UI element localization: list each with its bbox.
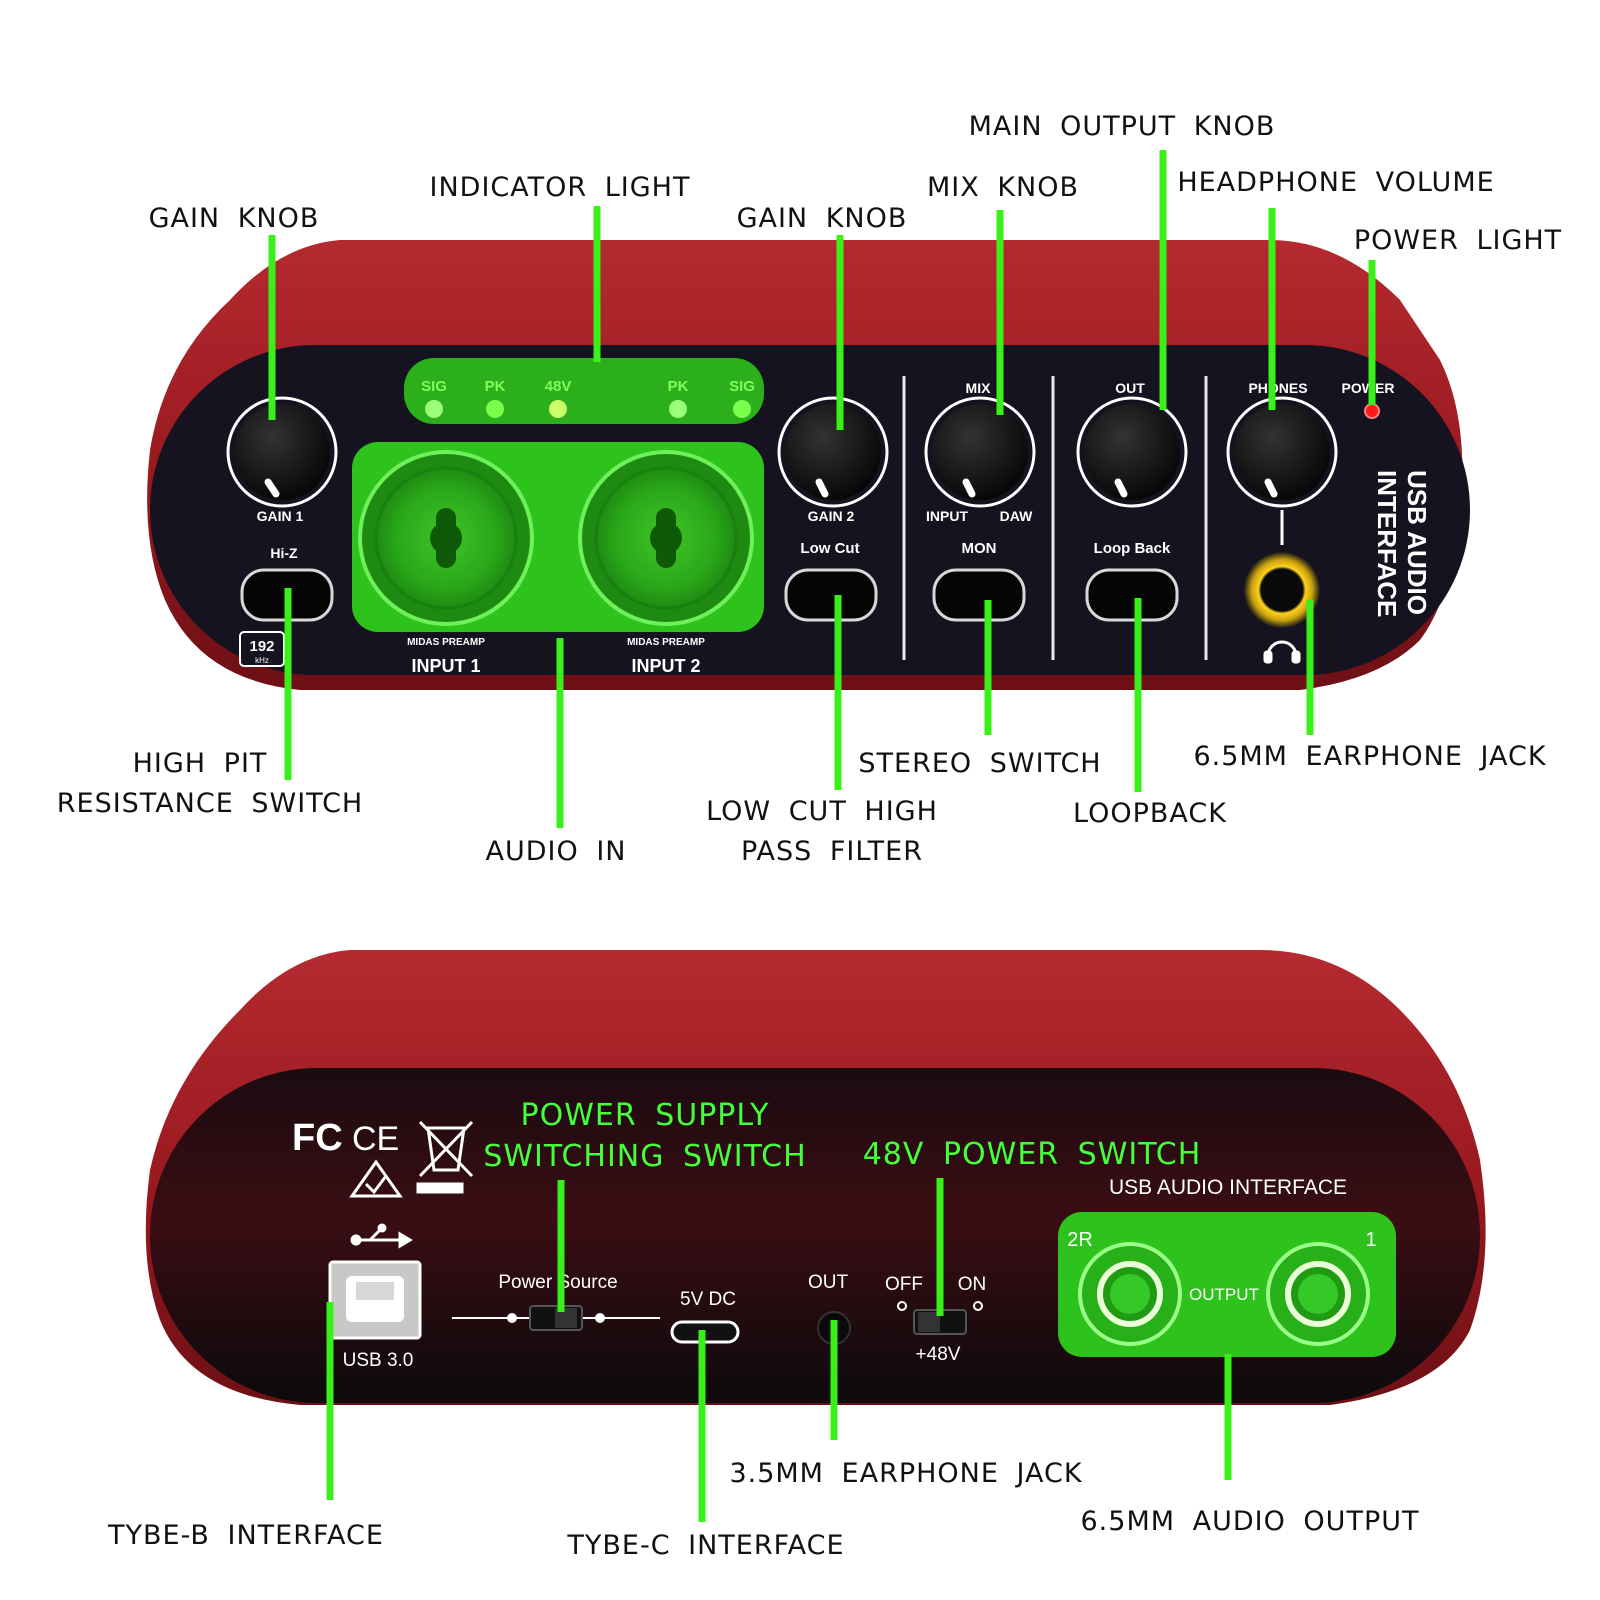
callout-main-output-knob: MAIN OUTPUT KNOB xyxy=(969,111,1276,142)
callout-stereo-switch: STEREO SWITCH xyxy=(858,748,1101,779)
phantom-dot-off xyxy=(897,1301,907,1311)
mix-input-label: INPUT xyxy=(926,508,968,524)
out-1-label: 1 xyxy=(1365,1229,1376,1251)
headphone-volume-knob[interactable] xyxy=(1226,396,1338,508)
callout-power-supply-line1: POWER SUPPLY xyxy=(521,1098,770,1133)
power-source-toggle xyxy=(555,1308,577,1328)
gain-2-knob[interactable] xyxy=(777,396,889,508)
led-label-sig-1: SIG xyxy=(421,378,447,395)
led-sig-2 xyxy=(733,400,751,418)
front-leader-lines xyxy=(268,150,1376,828)
preamp-label-1: MIDAS PREAMP xyxy=(407,637,485,648)
combo-input-2[interactable] xyxy=(578,450,754,626)
phantom-toggle xyxy=(918,1312,940,1332)
callout-low-cut-line1: LOW CUT HIGH xyxy=(706,796,938,827)
front-device: SIG PK 48V PK SIG MIDAS PREAMP MIDAS PRE… xyxy=(147,240,1470,690)
preamp-label-2: MIDAS PREAMP xyxy=(627,637,705,648)
earphone-jack-65[interactable] xyxy=(1244,552,1320,628)
callout-48v-power-switch: 48V POWER SWITCH xyxy=(863,1137,1202,1172)
mon-label: MON xyxy=(962,540,997,557)
callout-high-pit-line2: RESISTANCE SWITCH xyxy=(57,788,363,819)
gain-2-label: GAIN 2 xyxy=(808,508,855,524)
on-label: ON xyxy=(958,1274,987,1295)
led-pk-2 xyxy=(669,400,687,418)
callout-loopback: LOOPBACK xyxy=(1073,798,1227,829)
input-2-label: INPUT 2 xyxy=(631,656,700,676)
phantom-label: +48V xyxy=(916,1344,961,1365)
led-label-48v: 48V xyxy=(545,378,572,395)
indicator-leds: SIG PK 48V PK SIG xyxy=(421,378,755,418)
led-sig-1 xyxy=(425,400,443,418)
led-label-sig-2: SIG xyxy=(729,378,755,395)
out-label: OUT xyxy=(1115,380,1145,396)
off-label: OFF xyxy=(885,1274,923,1295)
indicator-led-strip xyxy=(404,358,764,424)
callout-headphone-volume: HEADPHONE VOLUME xyxy=(1177,167,1494,198)
usb-type-label: USB 3.0 xyxy=(343,1350,414,1371)
loopback-label: Loop Back xyxy=(1094,540,1171,557)
callout-audio-output-65: 6.5MM AUDIO OUTPUT xyxy=(1081,1506,1420,1537)
out-2r-label: 2R xyxy=(1067,1229,1093,1251)
callout-audio-in: AUDIO IN xyxy=(486,836,627,867)
badge-192: 192 xyxy=(249,638,274,655)
lowcut-switch[interactable] xyxy=(784,568,878,622)
rear-interface-title: USB AUDIO INTERFACE xyxy=(1109,1176,1347,1199)
callout-power-supply-line2: SWITCHING SWITCH xyxy=(483,1139,806,1174)
sample-rate-badge xyxy=(239,631,285,667)
callout-gain-knob-1: GAIN KNOB xyxy=(149,203,320,234)
usb-b-port[interactable] xyxy=(328,1260,422,1340)
led-pk-1 xyxy=(486,400,504,418)
callout-tybe-b: TYBE-B INTERFACE xyxy=(107,1520,384,1551)
callout-tybe-c: TYBE-C INTERFACE xyxy=(566,1530,844,1561)
gain-1-knob[interactable] xyxy=(226,396,338,508)
cert-fcc: FC xyxy=(292,1117,343,1159)
led-label-pk-1: PK xyxy=(485,378,506,395)
callout-high-pit-line1: HIGH PIT xyxy=(133,748,268,779)
hiz-label: Hi-Z xyxy=(270,545,298,561)
input-1-label: INPUT 1 xyxy=(411,656,480,676)
headphone-icon xyxy=(1263,640,1301,664)
callout-mix-knob: MIX KNOB xyxy=(927,172,1079,203)
phones-label: PHONES xyxy=(1248,380,1307,396)
rcm-icon xyxy=(349,1159,403,1198)
callout-indicator-light: INDICATOR LIGHT xyxy=(430,172,691,203)
weee-bin-icon xyxy=(416,1120,474,1194)
out-35-label: OUT xyxy=(808,1272,849,1293)
output-label: OUTPUT xyxy=(1189,1285,1259,1304)
mix-knob[interactable] xyxy=(924,396,1036,508)
mix-daw-label: DAW xyxy=(1000,508,1033,524)
gain-1-label: GAIN 1 xyxy=(257,508,304,524)
callout-power-light: POWER LIGHT xyxy=(1354,225,1562,256)
rear-device: FC CE USB 3.0 Power Source xyxy=(145,950,1486,1405)
rear-callouts: POWER SUPPLY SWITCHING SWITCH 48V POWER … xyxy=(107,1098,1420,1561)
mix-label: MIX xyxy=(966,380,992,396)
main-output-knob[interactable] xyxy=(1076,396,1188,508)
vertical-label-interface: INTERFACE xyxy=(1372,470,1402,617)
vertical-label-usb-audio: USB AUDIO xyxy=(1402,470,1432,615)
led-label-pk-2: PK xyxy=(668,378,689,395)
front-callouts: GAIN KNOB INDICATOR LIGHT GAIN KNOB MIX … xyxy=(57,111,1562,867)
loopback-switch[interactable] xyxy=(1085,568,1179,622)
combo-input-1[interactable] xyxy=(358,450,534,626)
badge-khz: kHz xyxy=(255,656,269,665)
rear-leader-lines xyxy=(326,1178,1232,1522)
led-48v xyxy=(549,400,567,418)
mon-switch[interactable] xyxy=(932,568,1026,622)
audio-output-2r[interactable] xyxy=(1078,1242,1182,1346)
power-led xyxy=(1364,403,1380,419)
lowcut-label: Low Cut xyxy=(800,540,859,557)
callout-earphone-jack-65: 6.5MM EARPHONE JACK xyxy=(1193,741,1546,772)
callout-earphone-jack-35: 3.5MM EARPHONE JACK xyxy=(729,1458,1082,1489)
power-label: POWER xyxy=(1342,380,1395,396)
callout-gain-knob-2: GAIN KNOB xyxy=(737,203,908,234)
phantom-dot-on xyxy=(973,1301,983,1311)
audio-output-1[interactable] xyxy=(1266,1242,1370,1346)
dc-label: 5V DC xyxy=(680,1289,736,1310)
usb-symbol-icon xyxy=(350,1223,413,1249)
power-source-dot-right xyxy=(595,1313,605,1323)
callout-low-cut-line2: PASS FILTER xyxy=(741,836,923,867)
cert-ce: CE xyxy=(352,1120,399,1158)
power-source-dot-left xyxy=(507,1313,517,1323)
